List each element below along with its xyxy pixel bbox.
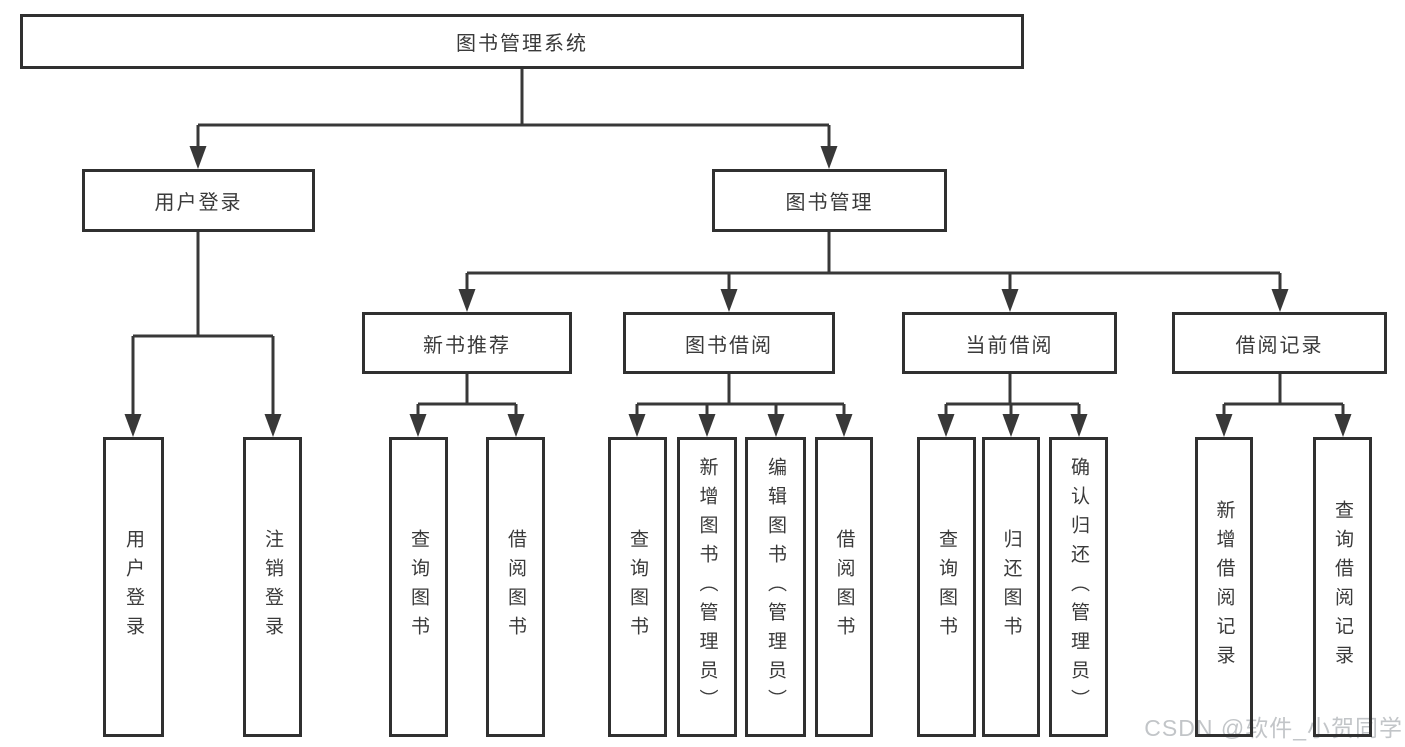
node-label: 编辑图书（管理员） — [765, 456, 786, 718]
node-label: 图书借阅 — [685, 334, 773, 357]
node-label: 用户登录 — [123, 529, 144, 645]
node-label: 用户登录 — [154, 192, 243, 214]
node-label: 归还图书 — [1000, 529, 1022, 645]
leaf-borrow-books-borrowing: 借阅图书 — [815, 437, 873, 737]
node-label: 借阅图书 — [505, 529, 526, 645]
arrowhead-down-icon — [937, 414, 955, 437]
arrowhead-down-icon — [1002, 414, 1020, 437]
arrowhead-down-icon — [698, 414, 716, 437]
node-label: 图书管理 — [785, 192, 874, 214]
node-label: 新增借阅记录 — [1213, 500, 1235, 674]
arrowhead-down-icon — [720, 289, 738, 312]
arrowhead-down-icon — [409, 414, 427, 437]
node-label: 借阅记录 — [1235, 334, 1324, 357]
leaf-edit-books-admin: 编辑图书（管理员） — [745, 437, 806, 737]
node-new-book-recommendation: 新书推荐 — [362, 312, 572, 374]
arrowhead-down-icon — [1215, 414, 1233, 437]
node-label: 当前借阅 — [965, 334, 1054, 357]
node-user-login: 用户登录 — [82, 169, 315, 232]
arrowhead-down-icon — [820, 146, 838, 169]
node-library-management-system: 图书管理系统 — [20, 14, 1024, 69]
leaf-query-books-newbook: 查询图书 — [389, 437, 448, 737]
node-book-borrowing: 图书借阅 — [623, 312, 835, 374]
arrowhead-down-icon — [767, 414, 785, 437]
leaf-confirm-return-admin: 确认归还（管理员） — [1049, 437, 1108, 737]
leaf-return-books: 归还图书 — [982, 437, 1040, 737]
arrowhead-down-icon — [507, 414, 525, 437]
arrowhead-down-icon — [1334, 414, 1352, 437]
leaf-borrow-books-newbook: 借阅图书 — [486, 437, 545, 737]
node-label: 查询图书 — [627, 529, 648, 645]
node-borrowing-records: 借阅记录 — [1172, 312, 1387, 374]
arrowhead-down-icon — [1271, 289, 1289, 312]
arrowhead-down-icon — [189, 146, 207, 169]
node-label: 确认归还（管理员） — [1068, 456, 1089, 718]
leaf-user-login: 用户登录 — [103, 437, 164, 737]
arrowhead-down-icon — [458, 289, 476, 312]
leaf-query-borrow-record: 查询借阅记录 — [1313, 437, 1372, 737]
arrowhead-down-icon — [628, 414, 646, 437]
leaf-query-books-current: 查询图书 — [917, 437, 976, 737]
node-label: 查询图书 — [936, 529, 957, 645]
arrowhead-down-icon — [835, 414, 853, 437]
arrowhead-down-icon — [124, 414, 142, 437]
node-label: 查询借阅记录 — [1332, 500, 1353, 674]
arrowhead-down-icon — [264, 414, 282, 437]
leaf-logout: 注销登录 — [243, 437, 302, 737]
leaf-add-borrow-record: 新增借阅记录 — [1195, 437, 1253, 737]
node-label: 图书管理系统 — [456, 33, 588, 55]
node-label: 新增图书（管理员） — [696, 456, 718, 718]
arrowhead-down-icon — [1070, 414, 1088, 437]
node-label: 借阅图书 — [833, 529, 855, 645]
node-label: 查询图书 — [408, 529, 429, 645]
leaf-query-books-borrowing: 查询图书 — [608, 437, 667, 737]
leaf-add-books-admin: 新增图书（管理员） — [677, 437, 737, 737]
node-current-borrowing: 当前借阅 — [902, 312, 1117, 374]
node-label: 注销登录 — [262, 529, 283, 645]
node-book-management: 图书管理 — [712, 169, 947, 232]
arrowhead-down-icon — [1001, 289, 1019, 312]
csdn-watermark: CSDN @软件_小贺同学 — [1144, 715, 1403, 741]
node-label: 新书推荐 — [423, 334, 511, 357]
